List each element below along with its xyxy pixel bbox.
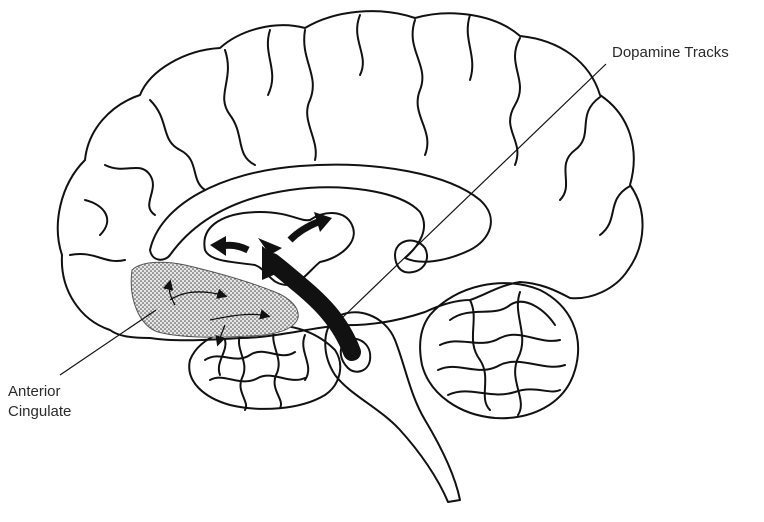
anterior-cingulate-label-line1: Anterior	[8, 382, 61, 401]
corpus-callosum	[150, 165, 491, 262]
dopamine-tracks-label: Dopamine Tracks	[612, 43, 729, 62]
cingulate-leader-line	[60, 310, 156, 375]
cerebellum	[420, 283, 578, 418]
dopamine-leader-line	[342, 64, 606, 318]
anterior-cingulate-label-line2: Cingulate	[8, 402, 71, 421]
